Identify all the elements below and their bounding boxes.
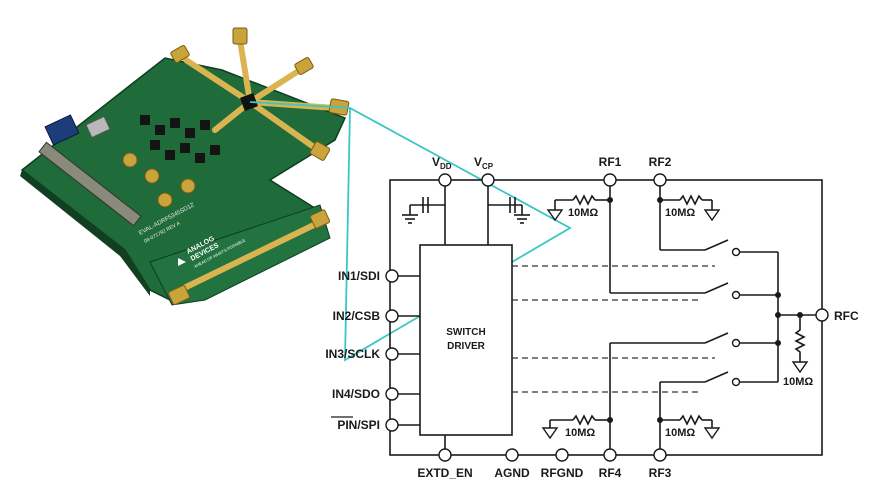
res-label-rf2: 10MΩ <box>665 207 695 219</box>
switch-ic <box>240 93 258 111</box>
switch-driver-block <box>419 244 513 436</box>
res-label-rf3: 10MΩ <box>665 427 695 439</box>
label-in2: IN2/CSB <box>333 309 381 323</box>
edge-connector <box>38 141 142 227</box>
pin-rfc <box>815 308 829 322</box>
rf-switches <box>704 239 741 387</box>
pin-rf4 <box>603 448 617 462</box>
label-rf3: RF3 <box>649 466 672 480</box>
pin-extd-en <box>438 448 452 462</box>
pin-pin-spi <box>385 418 399 432</box>
label-agnd: AGND <box>494 466 530 480</box>
jumper-headers <box>140 115 220 163</box>
zoom-callout <box>249 101 572 362</box>
sma-connectors <box>122 27 350 305</box>
functional-block-diagram: SWITCH DRIVER <box>325 155 859 480</box>
label-extd-en: EXTD_EN <box>417 466 472 480</box>
pin-rf3 <box>653 448 667 462</box>
label-rf4: RF4 <box>599 466 622 480</box>
label-rf1: RF1 <box>599 155 622 169</box>
pin-rfgnd <box>555 448 569 462</box>
label-in4: IN4/SDO <box>332 387 380 401</box>
pin-in3 <box>385 347 399 361</box>
pin-rf1 <box>603 173 617 187</box>
pin-in2 <box>385 309 399 323</box>
power-connector <box>44 114 80 146</box>
label-pin-spi: PIN/SPI <box>337 418 380 432</box>
pin-vdd <box>438 173 452 187</box>
res-label-rf4: 10MΩ <box>565 427 595 439</box>
pin-rf2 <box>653 173 667 187</box>
label-vcp: VCP <box>474 155 494 171</box>
label-rfgnd: RFGND <box>541 466 584 480</box>
switch-driver-label-1: SWITCH <box>446 327 485 338</box>
label-rfc: RFC <box>834 309 859 323</box>
pin-in4 <box>385 387 399 401</box>
eval-board-photo: EVAL-ADRF5345SD1Z 08-071792 REV A ANALOG… <box>20 27 350 306</box>
pin-vcp <box>481 173 495 187</box>
switch-driver-label-2: DRIVER <box>447 341 486 352</box>
res-label-rf1: 10MΩ <box>568 207 598 219</box>
pin-in1 <box>385 269 399 283</box>
label-in3: IN3/SCLK <box>325 347 380 361</box>
label-rf2: RF2 <box>649 155 672 169</box>
res-label-rfc: 10MΩ <box>783 376 813 388</box>
label-in1: IN1/SDI <box>338 269 380 283</box>
pin-agnd <box>505 448 519 462</box>
rf-traces <box>177 37 338 293</box>
label-vdd: VDD <box>432 155 452 171</box>
